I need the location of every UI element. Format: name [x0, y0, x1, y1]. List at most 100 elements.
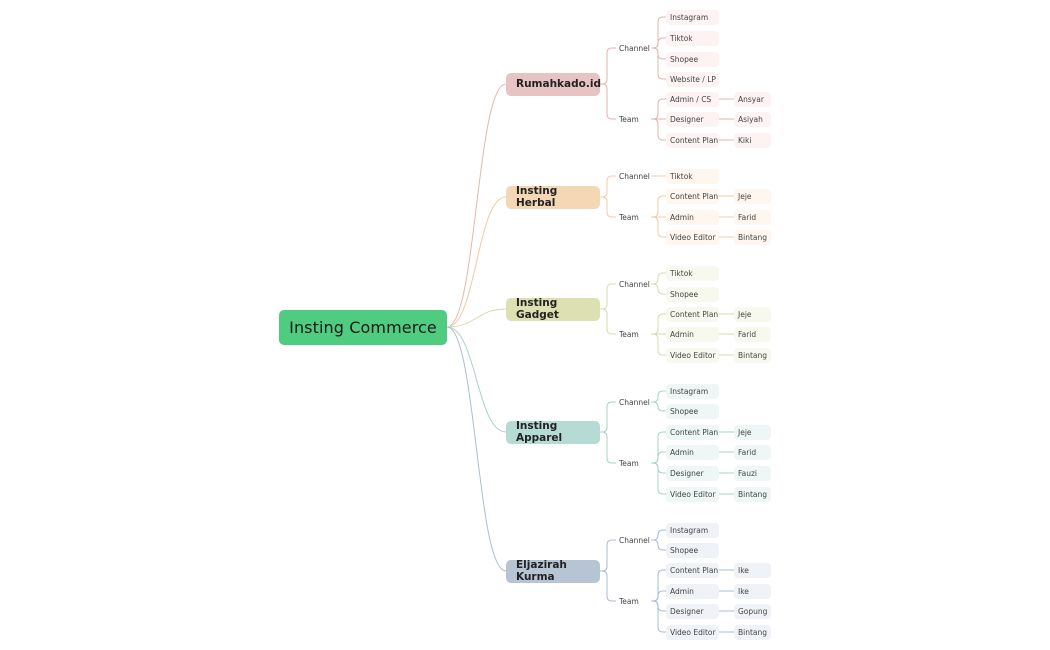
channel-item-connector — [651, 401, 667, 412]
root-node[interactable]: Insting Commerce — [279, 310, 447, 345]
team-person[interactable]: Bintang — [734, 486, 771, 502]
team-person-label: Bintang — [738, 627, 768, 637]
team-role-label: Content Plan — [670, 191, 719, 201]
team-person[interactable]: Farid — [734, 444, 771, 460]
team-role[interactable]: Admin — [666, 326, 719, 342]
team-person[interactable]: Farid — [734, 209, 771, 225]
branch-to-channel-connector — [600, 283, 616, 310]
team-person[interactable]: Fauzi — [734, 465, 771, 481]
team-role[interactable]: Admin — [666, 209, 719, 225]
team-role[interactable]: Designer — [666, 603, 719, 619]
team-role[interactable]: Admin — [666, 444, 719, 460]
team-label-node[interactable]: Team — [615, 456, 653, 471]
team-label-node-label: Team — [619, 212, 639, 222]
team-person-label: Kiki — [738, 135, 752, 145]
team-label-node[interactable]: Team — [615, 210, 653, 225]
team-person[interactable]: Ike — [734, 562, 771, 578]
channel-label-node[interactable]: Channel — [615, 169, 653, 184]
branch-to-team-connector — [600, 83, 616, 120]
team-role[interactable]: Video Editor — [666, 229, 719, 245]
team-role-label: Content Plan — [670, 309, 719, 319]
channel-label-node[interactable]: Channel — [615, 41, 653, 56]
branch-node[interactable]: Eljazirah Kurma — [506, 559, 600, 583]
channel-item-connector — [651, 37, 667, 49]
team-label-node[interactable]: Team — [615, 594, 653, 609]
team-person[interactable]: Bintang — [734, 347, 771, 363]
channel-item-label: Instagram — [670, 12, 709, 22]
team-label-node[interactable]: Team — [615, 327, 653, 342]
team-person[interactable]: Ansyar — [734, 91, 771, 107]
branch-node[interactable]: Rumahkado.id — [506, 72, 601, 96]
team-role-label: Video Editor — [670, 350, 716, 360]
branch-label: Insting Gadget — [516, 297, 559, 321]
channel-item[interactable]: Website / LP — [666, 71, 719, 87]
team-role-label: Content Plan — [670, 135, 719, 145]
channel-label-node-label: Channel — [619, 397, 650, 407]
team-person[interactable]: Jeje — [734, 306, 771, 322]
channel-item[interactable]: Tiktok — [666, 265, 719, 281]
team-person-label: Bintang — [738, 489, 768, 499]
channel-item[interactable]: Instagram — [666, 9, 719, 25]
channel-label-node[interactable]: Channel — [615, 395, 653, 410]
team-role[interactable]: Designer — [666, 111, 719, 127]
channel-item-label: Website / LP — [670, 74, 716, 84]
channel-item-label: Shopee — [670, 289, 699, 299]
team-label-node[interactable]: Team — [615, 112, 653, 127]
team-role[interactable]: Video Editor — [666, 347, 719, 363]
team-role[interactable]: Video Editor — [666, 486, 719, 502]
channel-item-label: Shopee — [670, 54, 699, 64]
team-person-label: Ansyar — [738, 94, 764, 104]
team-person[interactable]: Farid — [734, 326, 771, 342]
team-role[interactable]: Content Plan — [666, 132, 719, 148]
team-person[interactable]: Bintang — [734, 624, 771, 640]
channel-item-connector — [651, 539, 667, 551]
channel-item-connector — [651, 47, 667, 60]
team-role-connector — [651, 600, 667, 633]
channel-item[interactable]: Instagram — [666, 383, 719, 399]
team-person[interactable]: Bintang — [734, 229, 771, 245]
team-role[interactable]: Admin — [666, 583, 719, 599]
channel-item[interactable]: Tiktok — [666, 168, 719, 184]
team-role[interactable]: Content Plan — [666, 562, 719, 578]
team-role[interactable]: Admin / CS — [666, 91, 719, 107]
team-person[interactable]: Ike — [734, 583, 771, 599]
team-person-label: Farid — [738, 212, 757, 222]
root-to-branch-connector — [446, 308, 507, 328]
channel-item[interactable]: Shopee — [666, 542, 719, 558]
branch-node[interactable]: Insting Herbal — [506, 185, 600, 209]
team-role-connector — [651, 98, 667, 120]
team-person[interactable]: Kiki — [734, 132, 771, 148]
team-person-label: Fauzi — [738, 468, 757, 478]
team-role[interactable]: Content Plan — [666, 188, 719, 204]
team-person[interactable]: Jeje — [734, 188, 771, 204]
team-role[interactable]: Designer — [666, 465, 719, 481]
channel-item-connector — [651, 283, 667, 295]
team-person[interactable]: Gopung — [734, 603, 771, 619]
channel-item[interactable]: Shopee — [666, 51, 719, 67]
branch-to-channel-connector — [600, 401, 616, 433]
channel-item[interactable]: Tiktok — [666, 30, 719, 46]
channel-label-node[interactable]: Channel — [615, 533, 653, 548]
channel-item[interactable]: Shopee — [666, 403, 719, 419]
branch-label: Rumahkado.id — [516, 78, 601, 90]
branch-node[interactable]: Insting Gadget — [506, 297, 600, 321]
team-role[interactable]: Video Editor — [666, 624, 719, 640]
team-role[interactable]: Content Plan — [666, 306, 719, 322]
team-person[interactable]: Asiyah — [734, 111, 771, 127]
channel-item[interactable]: Shopee — [666, 286, 719, 302]
branch-node[interactable]: Insting Apparel — [506, 420, 600, 444]
channel-item-connector — [651, 390, 667, 403]
team-role-label: Designer — [670, 114, 704, 124]
branch-label: Insting Herbal — [516, 185, 558, 209]
team-person[interactable]: Jeje — [734, 424, 771, 440]
team-role-label: Admin — [670, 329, 694, 339]
team-role-label: Admin / CS — [670, 94, 712, 104]
channel-label-node[interactable]: Channel — [615, 277, 653, 292]
channel-label-node-label: Channel — [619, 171, 650, 181]
channel-item[interactable]: Instagram — [666, 522, 719, 538]
branch-label: Insting Apparel — [516, 420, 563, 444]
root-to-branch-connector — [446, 83, 507, 328]
team-role[interactable]: Content Plan — [666, 424, 719, 440]
branch-to-team-connector — [600, 308, 616, 335]
